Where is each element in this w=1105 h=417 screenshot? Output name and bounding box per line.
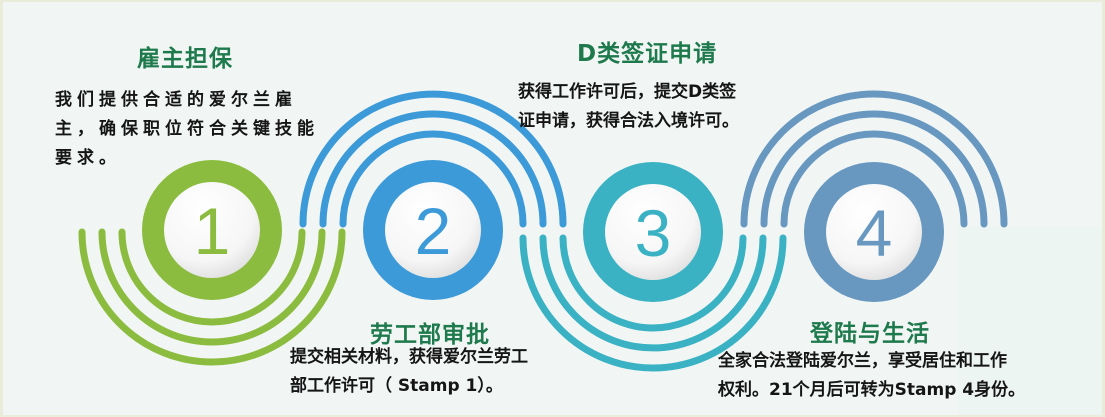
step-4-badge-icon [804, 162, 944, 302]
step-3-line-2: 证申请，获得合法入境许可。 [518, 111, 739, 131]
step-3-number: 3 [635, 196, 672, 270]
step-2-number: 2 [415, 194, 452, 268]
step-3-description: 获得工作许可后，提交D类签 证申请，获得合法入境许可。 [518, 78, 739, 136]
step-4-description: 全家合法登陆爱尔兰，享受居住和工作 权利。21个月后可转为Stamp 4身份。 [718, 347, 1025, 405]
step-1-description: 我们提供合适的爱尔兰雇 主，确保职位符合关键技能 要求。 [55, 86, 319, 173]
step-3-arcs-icon [519, 234, 787, 372]
step-2-line-2: 部工作许可（ Stamp 1）。 [290, 376, 503, 396]
process-diagram: 1 2 3 4 雇主担保 我们提供合适的爱尔兰雇 主，确保职位符合关键技能 要求… [3, 2, 1102, 415]
background-panel [958, 226, 1102, 415]
step-2-title: 劳工部审批 [370, 322, 490, 348]
step-2-line-1: 提交相关材料，获得爱尔兰劳工 [290, 347, 528, 367]
step-3-line-1: 获得工作许可后，提交D类签 [518, 82, 737, 102]
step-1-line-2: 主，确保职位符合关键技能 [55, 119, 319, 139]
step-4-line-1: 全家合法登陆爱尔兰，享受居住和工作 [718, 351, 1007, 371]
step-1-line-3: 要求。 [55, 148, 121, 168]
step-4-line-2: 权利。21个月后可转为Stamp 4身份。 [718, 380, 1026, 400]
step-1-line-1: 我们提供合适的爱尔兰雇 [55, 90, 297, 110]
step-3-title: D类签证申请 [577, 41, 718, 67]
step-4-arcs-icon [740, 90, 1008, 228]
step-2-description: 提交相关材料，获得爱尔兰劳工 部工作许可（ Stamp 1）。 [290, 343, 528, 401]
step-1-badge-icon [142, 160, 282, 300]
step-rings: 1 2 3 4 [78, 90, 1008, 372]
step-3-badge-icon [583, 162, 723, 302]
step-1-arcs-icon [78, 228, 346, 366]
step-4-title: 登陆与生活 [810, 321, 930, 347]
step-4-number: 4 [856, 196, 893, 270]
step-1-title: 雇主担保 [137, 46, 233, 72]
step-2-arcs-icon [299, 90, 567, 228]
step-2-badge-icon [363, 160, 503, 300]
step-1-number: 1 [194, 194, 231, 268]
